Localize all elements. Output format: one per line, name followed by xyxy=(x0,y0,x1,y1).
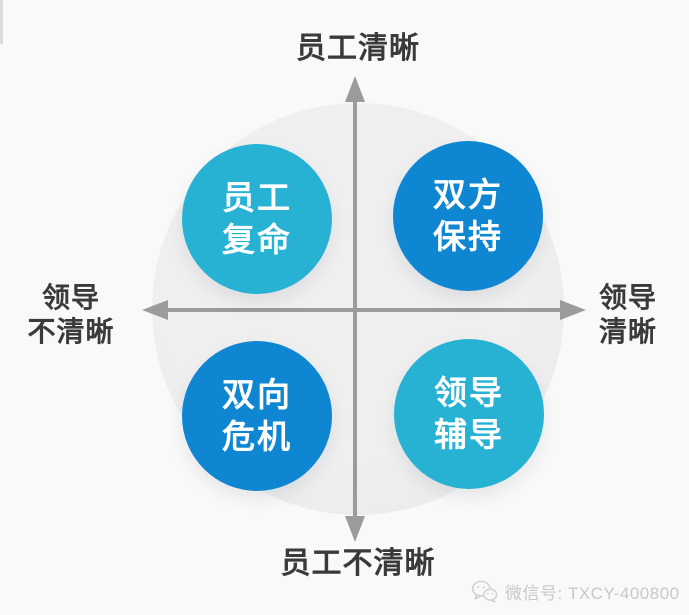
bubble-label-line: 保持 xyxy=(433,218,503,255)
axis-label-left: 领导 不清晰 xyxy=(27,281,114,349)
arrow-left-icon xyxy=(142,300,168,320)
bubble-label-line: 领导 xyxy=(434,374,504,411)
axis-label-right-line2: 清晰 xyxy=(598,316,658,347)
axis-label-left-line2: 不清晰 xyxy=(27,316,115,347)
axis-label-left-line1: 领导 xyxy=(41,282,101,313)
arrow-right-icon xyxy=(560,300,586,320)
quadrant-bubble-top-right: 双方 保持 xyxy=(393,141,543,291)
bubble-label-line: 双向 xyxy=(222,376,292,413)
axis-label-right-line1: 领导 xyxy=(598,282,658,313)
watermark-text: 微信号: TXCY-400800 xyxy=(505,584,680,603)
bubble-label-line: 危机 xyxy=(222,418,292,455)
bubble-label-line: 辅导 xyxy=(434,416,504,453)
axis-label-right: 领导 清晰 xyxy=(599,281,657,349)
quadrant-bubble-top-left: 员工 复命 xyxy=(182,144,332,294)
watermark: 微信号: TXCY-400800 xyxy=(471,579,680,604)
arrow-down-icon xyxy=(345,516,365,542)
axis-label-bottom: 员工不清晰 xyxy=(280,547,436,580)
axis-label-top: 员工清晰 xyxy=(296,32,420,65)
arrow-up-icon xyxy=(345,76,365,102)
wechat-icon xyxy=(471,580,498,603)
bubble-label-line: 复命 xyxy=(222,221,292,258)
horizontal-axis-line xyxy=(164,308,562,312)
quadrant-bubble-bottom-left: 双向 危机 xyxy=(182,341,332,491)
left-edge-artifact xyxy=(0,0,3,44)
bubble-label-line: 员工 xyxy=(222,179,292,216)
bubble-label-line: 双方 xyxy=(433,176,503,213)
quadrant-bubble-bottom-right: 领导 辅导 xyxy=(394,339,544,489)
